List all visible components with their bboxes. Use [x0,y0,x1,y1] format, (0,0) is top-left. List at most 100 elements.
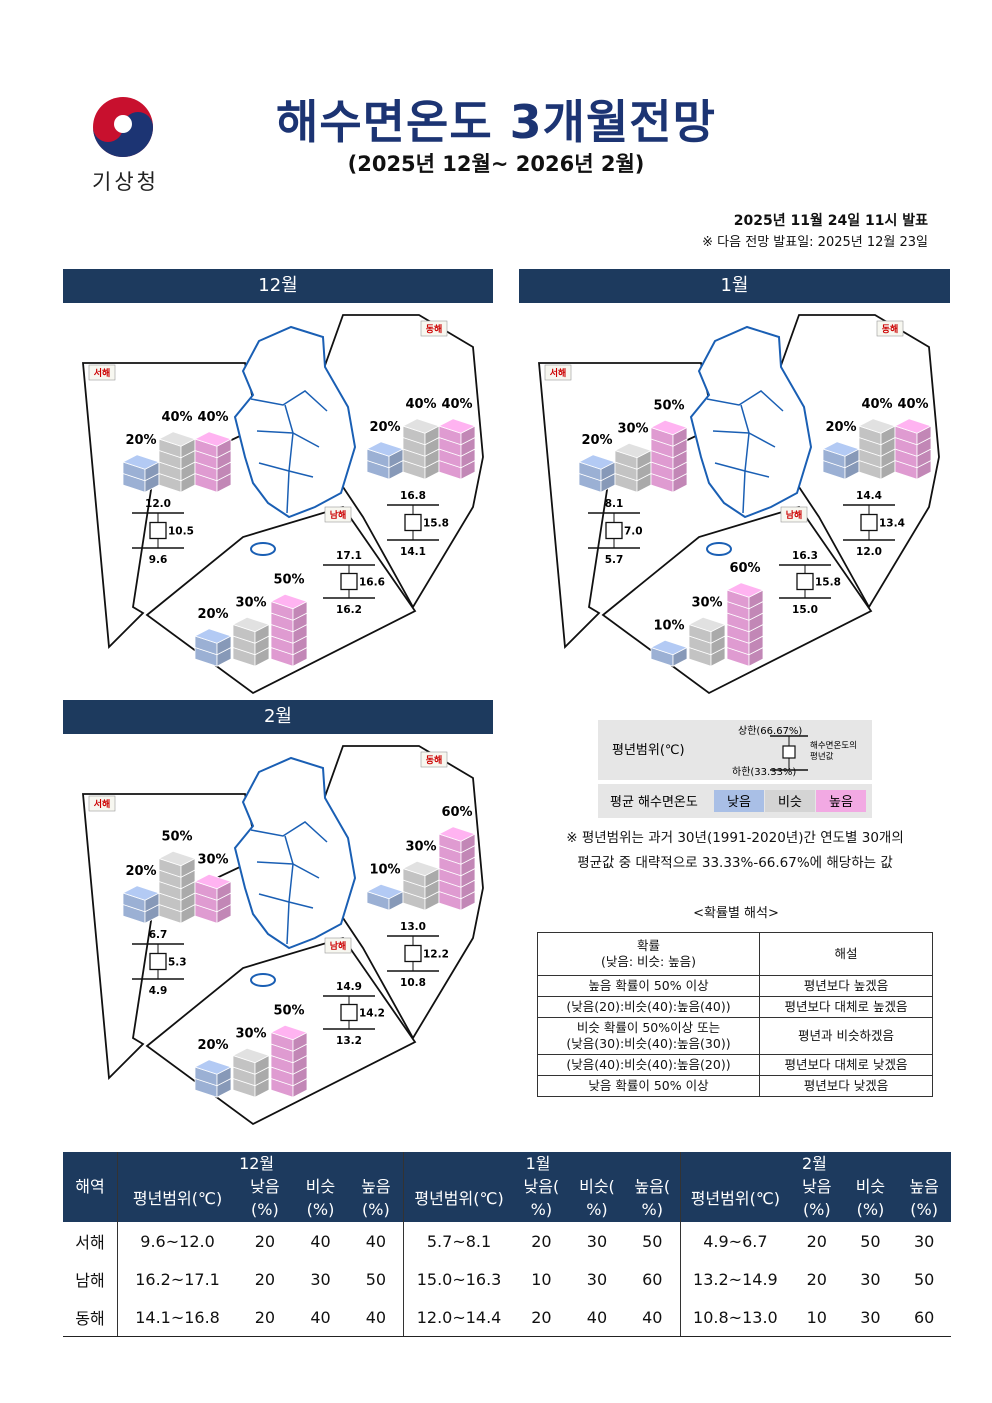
mean-box [149,952,167,971]
page-title: 해수면온도 3개월전망 [276,95,716,149]
probability-label: 20% [825,420,856,435]
value-cell: 15.0~16.3 [416,1269,502,1289]
range-note-line2: 평균값 중 대략적으로 33.33%-66.67%에 해당하는 값 [577,855,893,871]
value-cell: 40 [569,1298,625,1337]
mean-box [404,513,422,532]
region-tag: 동해 [882,323,899,335]
region-tag: 남해 [330,509,347,521]
taeguk-emblem-icon [93,97,153,157]
range-lower-value: 12.0 [856,546,882,558]
summary-head-unit: %) [569,1198,625,1222]
value-cell: 20 [254,1269,276,1289]
region-tag-box [88,795,116,812]
block-top [193,873,233,890]
region-tag: 서해 [94,798,111,810]
legend-high: 높음 [829,795,853,810]
summary-head-unit: (%) [897,1198,951,1222]
probability-label: 10% [369,863,400,878]
legend-normal: 비슷 [778,795,802,810]
mean-value: 12.2 [423,949,449,961]
value-cell: 40 [348,1298,405,1337]
next-issue-date: ※ 다음 전망 발표일: 2025년 12월 23일 [702,235,928,250]
range-upper-value: 14.9 [336,981,362,993]
probability-label: 20% [197,1038,228,1053]
value-cell: 30 [586,1269,608,1289]
value-cell: 40 [292,1298,349,1337]
region-tag: 서해 [94,367,111,379]
range-upper-value: 16.8 [400,490,426,502]
summary-head-low: 낮음( [513,1175,570,1199]
table-row: (낮음(40):비슷(40):높음(20))평년보다 대체로 낮겠음 [537,1054,933,1076]
summary-head-unit: (%) [843,1198,898,1222]
summary-head-range: 평년범위(℃) [403,1152,514,1222]
probability-label: 50% [273,1004,304,1019]
mean-value: 14.2 [359,1008,385,1020]
range-note: ※ 평년범위는 과거 30년(1991-2020년)간 연도별 30개의 평균값… [540,826,930,876]
mean-value: 7.0 [624,526,643,538]
range-lower-value: 14.1 [400,546,426,558]
range-upper-value: 14.4 [856,490,882,502]
summary-head-month: 2월 [789,1152,951,1176]
month-header: 1월 [519,269,950,303]
value-cell: 30 [586,1231,608,1251]
value-cell: 9.6~12.0 [140,1231,215,1251]
region-tag-box [88,364,116,381]
range-lower-value: 9.6 [149,554,168,566]
mean-value: 10.5 [168,526,194,538]
region-tag-box [324,937,352,954]
range-upper-value: 8.1 [605,498,624,510]
summary-head-unit: %) [513,1198,570,1222]
block-top [157,850,197,867]
range-upper-value: 16.3 [792,550,818,562]
block-top [725,582,765,598]
region-tag-box [780,506,808,523]
legend-upper: 상한(66.67%) [738,725,802,737]
mean-box [149,521,167,540]
mean-value: 13.4 [879,518,905,530]
probability-label: 30% [235,596,266,611]
agency-name: 기상청 [92,170,159,194]
value-cell: 5.7~8.1 [426,1231,492,1251]
table-row: (낮음(20):비슷(40):높음(40))평년보다 대체로 높겠음 [537,996,933,1018]
issue-date: 2025년 11월 24일 11시 발표 [733,213,928,229]
korea-peninsula-outline [689,325,813,519]
region-tag: 서해 [550,367,567,379]
summary-head-month: 12월 [237,1152,405,1176]
region-cell: 서해 [63,1222,118,1260]
region-tag-box [876,320,904,337]
summary-head-unit: (%) [348,1198,405,1222]
mean-box [605,521,623,540]
region-tag-box [420,320,448,337]
summary-head-normal: 비슷 [292,1175,349,1199]
summary-head-month: 1월 [513,1152,681,1176]
table-row: 비슷 확률이 50%이상 또는(낮음(30):비슷(40):높음(30))평년과… [537,1017,933,1055]
probability-label: 20% [581,433,612,448]
province-borders [250,821,328,945]
mean-box [796,572,814,591]
range-lower-value: 4.9 [149,985,168,997]
range-upper-value: 12.0 [145,498,171,510]
block-top [269,593,309,610]
block-top [193,1059,233,1075]
value-cell: 4.9~6.7 [703,1231,768,1251]
summary-head-range: 평년범위(℃) [117,1152,238,1222]
probability-label: 50% [273,573,304,588]
range-upper-value: 13.0 [400,921,426,933]
value-cell: 60 [624,1260,681,1298]
region-tag: 동해 [426,754,443,766]
region-cell: 동해 [63,1298,118,1337]
mean-box [340,572,358,591]
korea-peninsula-outline [233,756,357,950]
range-lower-value: 5.7 [605,554,624,566]
mean-box [340,1003,358,1022]
value-cell: 30 [310,1269,331,1289]
probability-label: 40% [441,397,472,412]
block-top [687,616,727,633]
probability-label: 40% [197,410,228,425]
